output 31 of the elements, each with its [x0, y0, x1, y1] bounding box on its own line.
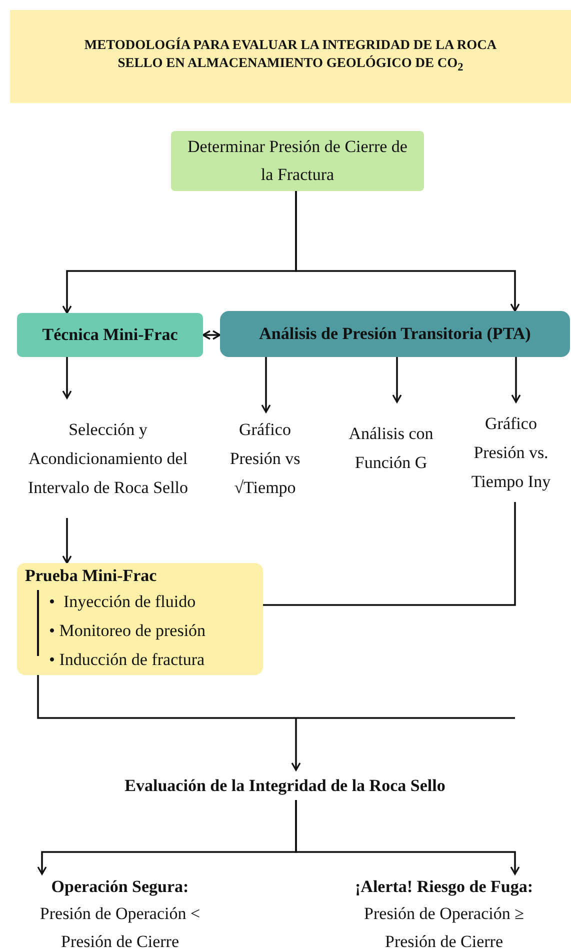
box-label: Análisis de Presión Transitoria (PTA) [259, 323, 531, 345]
bullet-item: • Inyección de fluido [49, 591, 197, 613]
box-label: Determinar Presión de Cierre de la Fractura [186, 136, 408, 186]
box-heading: Prueba Mini-Frac [25, 565, 157, 587]
step-text: Análisis con Función G [348, 423, 434, 474]
method-box [17, 313, 203, 357]
step-text: Gráfico Presión vs. Tiempo Iny [470, 412, 552, 493]
arrow [261, 357, 271, 413]
step-text: Gráfico Presión vs √Tiempo [228, 418, 302, 499]
outcome-heading: ¡Alerta! Riesgo de Fuga: [355, 876, 533, 898]
method-box [220, 311, 570, 357]
arrow [62, 518, 72, 564]
step-text: Selección y Acondicionamiento del Intervalo de Roca Sello [26, 418, 190, 498]
arrow [295, 800, 520, 875]
step-text: Evaluación de la Integridad de la Roca Sello [124, 774, 446, 797]
outcome-text: Presión de Operación ≥ Presión de Cierre [363, 903, 525, 952]
bullet-item: • Monitoreo de presión [49, 620, 207, 642]
arrow [392, 357, 402, 403]
bullet-item: • Inducción de fractura [49, 649, 206, 671]
process-box [171, 131, 424, 191]
box-label: Técnica Mini-Frac [42, 324, 178, 346]
outcome-heading: Operación Segura: [51, 876, 189, 898]
arrow [202, 330, 221, 340]
arrow [511, 357, 521, 403]
test-box [17, 563, 263, 675]
connector-line [263, 502, 516, 606]
arrow [62, 357, 72, 399]
arrow [295, 191, 520, 312]
title-text: METODOLOGÍA PARA EVALUAR LA INTEGRIDAD DE LA ROCA SELLO EN ALMACENAMIENTO GEOLÓGICO DE CO$_{2}$ [83, 36, 498, 76]
arrow [37, 675, 516, 771]
outcome-text: Presión de Operación < Presión de Cierre [38, 903, 202, 952]
